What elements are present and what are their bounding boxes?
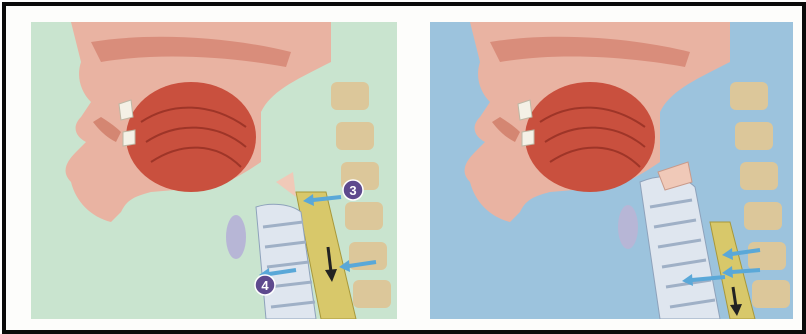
step-badge-3: 3 [343,180,363,200]
tongue-muscle [525,82,655,192]
left-anatomy-illustration: 3 4 [31,22,397,319]
tongue-muscle [126,82,256,192]
right-illustration-panel [430,22,793,319]
right-anatomy-illustration [430,22,793,319]
step-badge-4: 4 [255,275,275,295]
larynx-cartilage [618,205,638,249]
svg-text:4: 4 [261,278,269,293]
larynx-cartilage [226,215,246,259]
svg-text:3: 3 [349,183,356,198]
left-illustration-panel: 3 4 [31,22,397,319]
